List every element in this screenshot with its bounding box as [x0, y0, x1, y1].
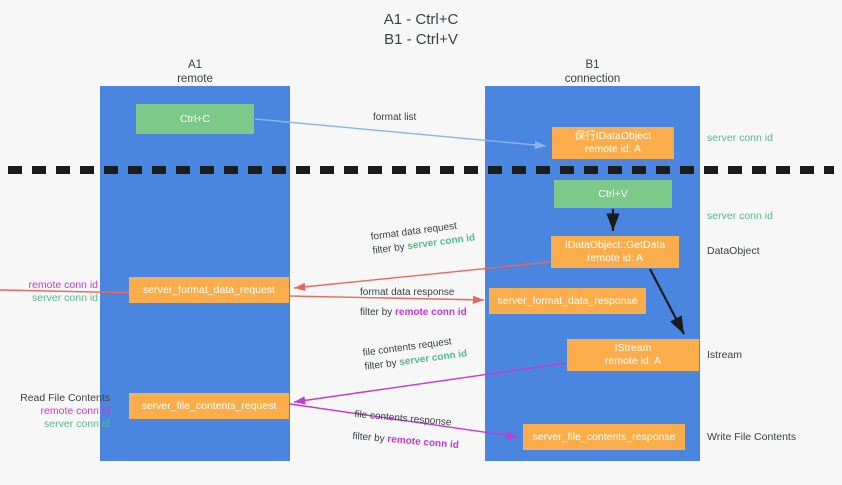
side-label-server-conn-id-mid-text: server conn id: [707, 210, 773, 222]
side-label-data-object: DataObject: [707, 245, 760, 258]
side-label-istream-text: Istream: [707, 349, 743, 361]
column-a1-name: A1: [187, 59, 203, 71]
node-server-file-contents-response[interactable]: server_file_contents_response: [523, 424, 685, 450]
column-a1-sub: remote: [177, 73, 213, 85]
node-istream[interactable]: IStream remote id: A: [567, 339, 699, 371]
side-label-conn-ids-1-remote: remote conn id: [28, 279, 98, 291]
side-label-conn-ids-1: remote conn id server conn id: [6, 279, 98, 305]
column-header-a1: A1 remote: [100, 58, 290, 86]
column-b1-sub: connection: [564, 73, 621, 85]
page-title: A1 - Ctrl+C B1 - Ctrl+V: [0, 10, 842, 50]
edge-label-file-contents-request: file contents request filter by server c…: [362, 334, 468, 375]
edge-label-file-contents-request-filter-prefix: filter by: [363, 357, 401, 373]
node-getdata[interactable]: IDataObject::GetData remote id: A: [551, 236, 679, 268]
node-ctrl-c[interactable]: Ctrl+C: [136, 104, 254, 134]
edge-label-format-list: format list: [373, 111, 416, 125]
side-label-conn-ids-2-server: server conn id: [44, 418, 110, 430]
side-label-conn-ids-1-server: server conn id: [32, 292, 98, 304]
side-label-read-file-contents-header: Read File Contents: [20, 392, 110, 404]
node-ctrl-v[interactable]: Ctrl+V: [554, 180, 672, 208]
side-label-read-file-contents: Read File Contents remote conn id server…: [6, 392, 110, 431]
edge-label-format-data-response-filter-key: remote conn id: [395, 307, 467, 318]
edge-label-format-data-request: format data request filter by server con…: [370, 218, 476, 259]
node-istream-remote-id: remote id: A: [604, 355, 662, 367]
node-ctrl-v-label: Ctrl+V: [598, 187, 628, 200]
node-server-file-contents-request[interactable]: server_file_contents_request: [129, 393, 289, 419]
side-label-server-conn-id-top-text: server conn id: [707, 132, 773, 144]
side-label-istream: Istream: [707, 349, 742, 362]
side-label-conn-ids-2-remote: remote conn id: [40, 405, 110, 417]
node-server-format-data-request-label: server_format_data_request: [143, 283, 275, 296]
edge-label-format-data-response-line1: format data response: [360, 287, 455, 298]
side-label-write-file-contents: Write File Contents: [707, 431, 796, 444]
edge-label-format-data-request-filter-prefix: filter by: [371, 241, 409, 257]
edge-label-format-list-text: format list: [373, 112, 417, 123]
node-data-object-title: 保行IDataObject: [574, 130, 652, 142]
column-b1-name: B1: [585, 59, 600, 71]
node-istream-title: IStream: [614, 342, 652, 354]
title-line-1: A1 - Ctrl+C: [383, 11, 459, 28]
edge-label-file-contents-response-line1: file contents response: [353, 408, 452, 429]
edge-label-file-contents-response-filter-prefix: filter by: [352, 430, 388, 445]
edge-label-format-data-response: format data response filter by remote co…: [360, 286, 467, 320]
side-label-server-conn-id-top: server conn id: [707, 132, 773, 145]
node-server-format-data-response[interactable]: server_format_data_response: [489, 288, 646, 314]
side-label-data-object-text: DataObject: [707, 245, 760, 257]
side-label-server-conn-id-mid: server conn id: [707, 210, 773, 223]
column-header-b1: B1 connection: [485, 58, 700, 86]
edge-label-format-data-response-filter-prefix: filter by: [360, 307, 396, 318]
node-ctrl-c-label: Ctrl+C: [179, 112, 211, 125]
node-getdata-title: IDataObject::GetData: [564, 239, 666, 251]
title-line-2: B1 - Ctrl+V: [384, 31, 458, 48]
node-server-format-data-response-label: server_format_data_response: [497, 294, 638, 307]
edge-label-file-contents-response-filter-key: remote conn id: [386, 433, 460, 452]
node-data-object-remote-id: remote id: A: [584, 143, 642, 155]
side-label-write-file-contents-text: Write File Contents: [707, 431, 797, 443]
edge-label-file-contents-response: file contents response filter by remote …: [352, 408, 461, 453]
node-getdata-remote-id: remote id: A: [586, 252, 644, 264]
node-server-file-contents-request-label: server_file_contents_request: [141, 399, 277, 412]
node-server-file-contents-response-label: server_file_contents_response: [532, 430, 676, 443]
node-data-object[interactable]: 保行IDataObject remote id: A: [552, 127, 674, 159]
node-server-format-data-request[interactable]: server_format_data_request: [129, 277, 289, 303]
phase-divider: [8, 166, 834, 174]
